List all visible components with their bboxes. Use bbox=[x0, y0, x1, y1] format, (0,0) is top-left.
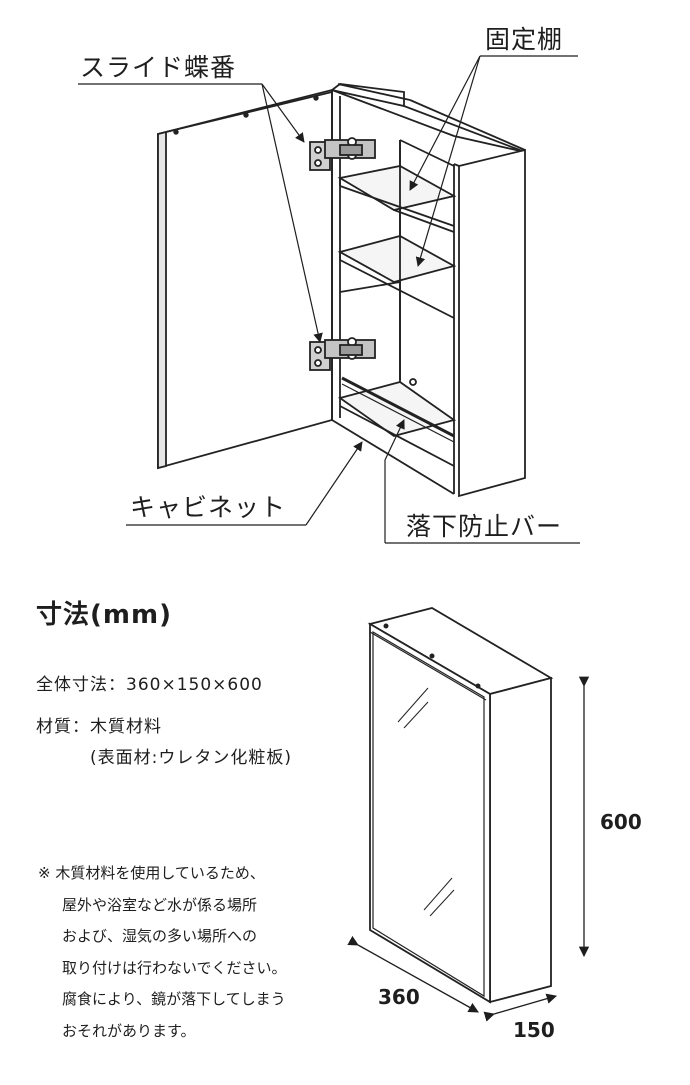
dimension-arrows bbox=[347, 676, 590, 1022]
height-dimension-label: 600 bbox=[600, 810, 642, 834]
closed-cabinet-drawing bbox=[367, 607, 554, 1004]
cabinet-label: キャビネット bbox=[130, 493, 287, 522]
fall-prevention-bar-label: 落下防止バー bbox=[406, 512, 563, 541]
note-line: および、湿気の多い場所への bbox=[62, 927, 258, 945]
material-text: 材質：木質材料 bbox=[36, 717, 162, 737]
fixed-shelf-label: 固定棚 bbox=[485, 25, 564, 54]
note-line: 取り付けは行わないでください。 bbox=[62, 958, 287, 977]
hinge-upper bbox=[309, 137, 376, 171]
callout-leaders bbox=[78, 55, 580, 544]
caution-note: ※ 木質材料を使用しているため、 屋外や浴室など水が係る場所 および、湿気の多い… bbox=[38, 858, 328, 1047]
overall-size-text: 全体寸法：360×150×600 bbox=[36, 675, 263, 695]
note-line: 腐食により、鏡が落下してしまう bbox=[62, 990, 286, 1008]
width-dimension-label: 360 bbox=[378, 985, 420, 1009]
open-cabinet-illustration bbox=[157, 83, 526, 498]
material-detail-text: (表面材:ウレタン化粧板) bbox=[90, 748, 292, 768]
hinge-lower bbox=[309, 337, 376, 371]
note-line: 屋外や浴室など水が係る場所 bbox=[62, 895, 258, 914]
depth-dimension-label: 150 bbox=[513, 1018, 555, 1042]
dimensions-heading: 寸法(mm) bbox=[36, 600, 172, 630]
note-line: ※ 木質材料を使用しているため、 bbox=[38, 864, 265, 882]
hinge-label: スライド蝶番 bbox=[80, 53, 237, 82]
note-line: おそれがあります。 bbox=[62, 1021, 196, 1040]
